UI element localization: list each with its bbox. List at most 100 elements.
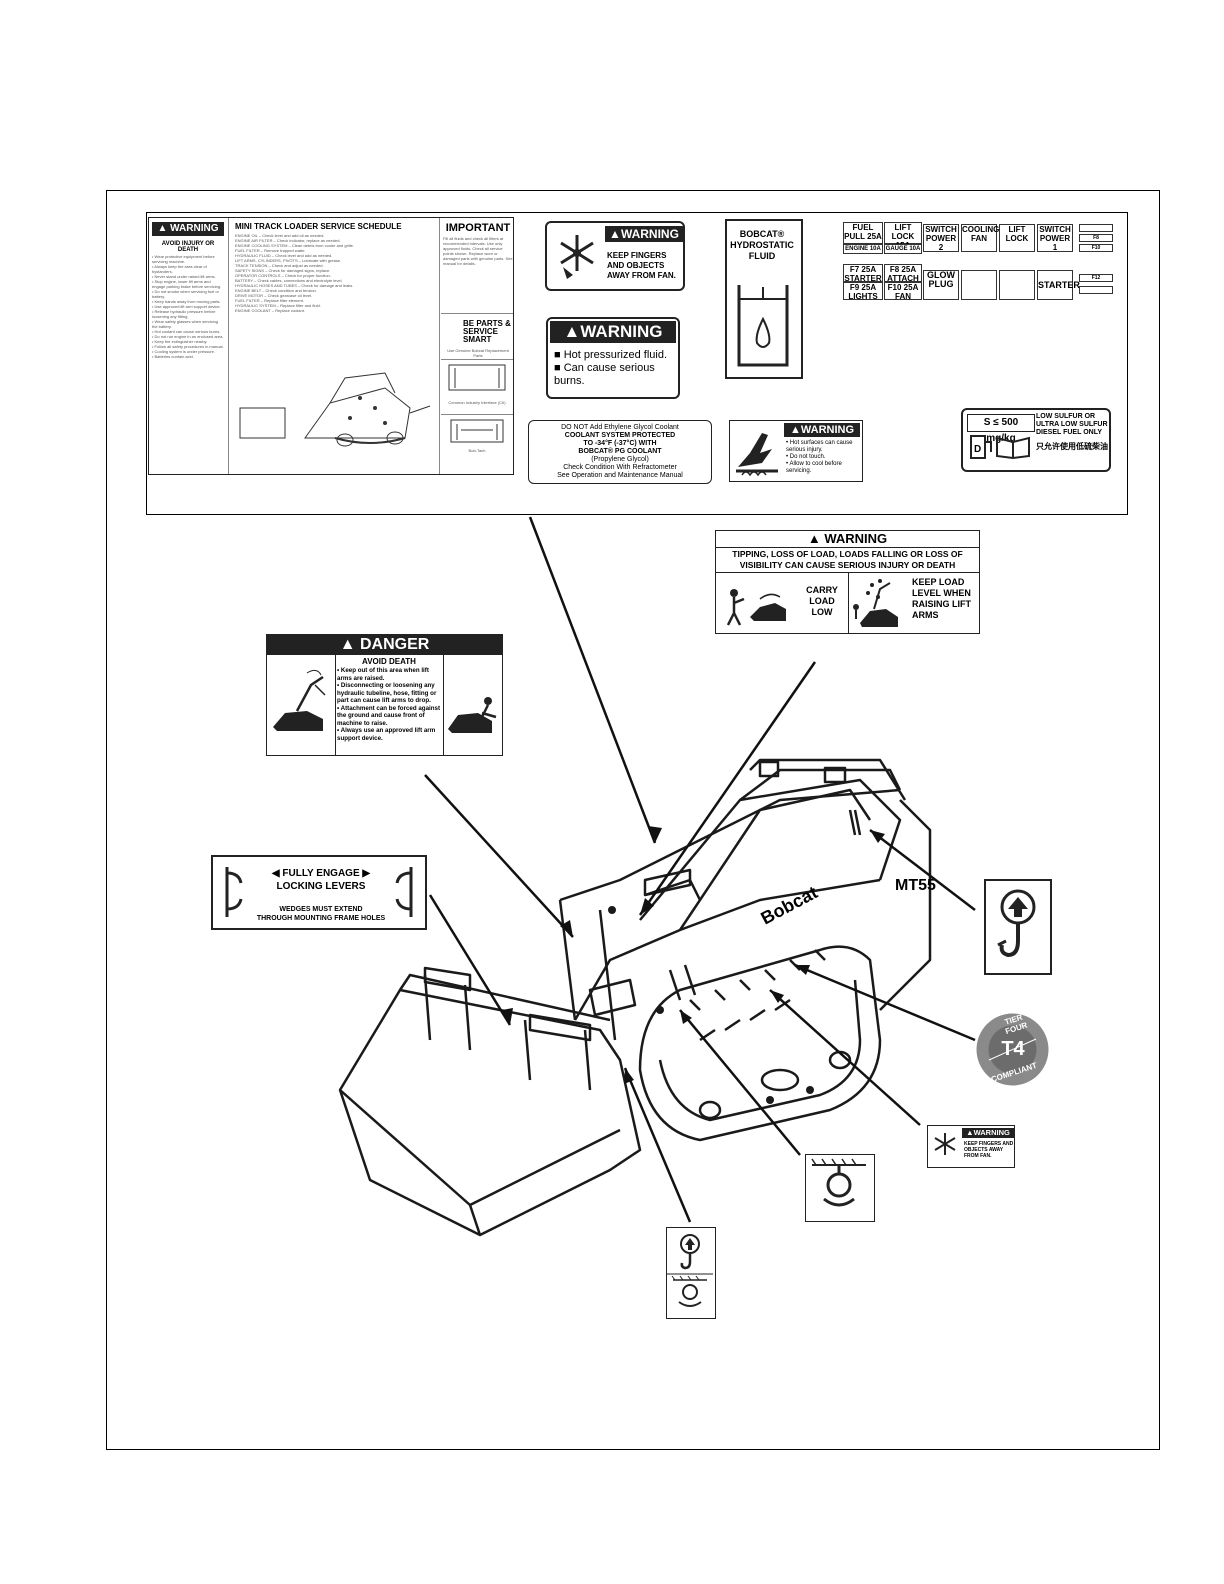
important-title: IMPORTANT bbox=[445, 222, 511, 234]
service-warning-header: ▲ WARNING bbox=[152, 222, 224, 236]
fuel-text: LOW SULFUR OR ULTRA LOW SULFUR DIESEL FU… bbox=[1036, 413, 1108, 436]
relay-empty-1 bbox=[961, 270, 997, 300]
danger-bullet: • Always use an approved lift arm suppor… bbox=[337, 727, 436, 742]
fan-warning-decal: ▲WARNING KEEP FINGERS AND OBJECTS AWAY F… bbox=[545, 221, 685, 291]
leader-fan-small bbox=[769, 989, 921, 1126]
coolant-decal: DO NOT Add Ethylene Glycol Coolant COOLA… bbox=[528, 420, 712, 484]
tipping-warning-header: ▲ WARNING bbox=[716, 531, 979, 548]
locking-line2: LOCKING LEVERS bbox=[276, 881, 366, 892]
hot-fluid-line1-text: Hot pressurized fluid. bbox=[563, 349, 668, 361]
carry-load-text: CARRY LOAD LOW bbox=[806, 585, 838, 617]
cii-panel: Common Industry Interface (CII) bbox=[441, 360, 513, 415]
locking-line1-text: FULLY ENGAGE bbox=[282, 868, 360, 879]
fuse-fan: F10 25A FAN bbox=[884, 282, 922, 301]
relay-switch-power-2: SWITCH POWER 2 bbox=[923, 224, 959, 252]
keep-load-panel: KEEP LOAD LEVEL WHEN RAISING LIFT ARMS bbox=[848, 573, 979, 633]
coolant-line3: TO -34°F (-37°C) WITH bbox=[583, 440, 657, 447]
danger-bullet-text: Disconnecting or loosening any hydraulic… bbox=[337, 682, 437, 704]
bob-tach-panel: Bob-Tach bbox=[441, 416, 513, 460]
locking-levers-text: ◀ FULLY ENGAGE ▶ LOCKING LEVERS bbox=[247, 867, 395, 893]
small-fan-header: ▲WARNING bbox=[962, 1128, 1014, 1138]
left-lever-icon bbox=[217, 863, 247, 921]
danger-text: AVOID DEATH • Keep out of this area when… bbox=[337, 657, 441, 742]
relay-switch-power-1: SWITCH POWER 1 bbox=[1037, 224, 1073, 252]
tier4-badge: TIER FOUR T4 COMPLIANT bbox=[975, 1012, 1050, 1087]
hot-surface-b2: • Do not touch. bbox=[786, 454, 826, 460]
danger-title: AVOID DEATH bbox=[362, 657, 416, 666]
leader-locking bbox=[428, 894, 512, 1026]
leader-service-strip bbox=[528, 516, 657, 844]
danger-header: ▲ DANGER bbox=[267, 635, 502, 655]
coolant-text: DO NOT Add Ethylene Glycol Coolant COOLA… bbox=[529, 421, 711, 480]
hot-surface-b3-text: Allow to cool before servicing. bbox=[786, 461, 842, 474]
hydrostatic-line2: HYDROSTATIC bbox=[730, 240, 794, 250]
wedges-text: WEDGES MUST EXTEND THROUGH MOUNTING FRAM… bbox=[233, 905, 409, 923]
divider bbox=[439, 218, 440, 474]
hot-surface-text: • Hot surfaces can cause serious injury.… bbox=[786, 440, 860, 475]
locking-line3: WEDGES MUST EXTEND bbox=[279, 906, 363, 913]
fluid-reservoir-icon bbox=[733, 279, 793, 371]
relay-glow-plug: GLOW PLUG bbox=[923, 270, 959, 300]
fuel-pump-manual-icon: D bbox=[969, 434, 1033, 460]
tiedown-icon bbox=[811, 1158, 866, 1207]
relay-starter: STARTER bbox=[1037, 270, 1080, 300]
svg-text:D: D bbox=[974, 444, 981, 455]
hot-surface-b1: • Hot surfaces can cause serious injury. bbox=[786, 440, 853, 453]
fuse-right-1 bbox=[1079, 224, 1113, 232]
fan-warning-text: KEEP FINGERS AND OBJECTS AWAY FROM FAN. bbox=[607, 251, 676, 280]
fuse-starter: F7 25A STARTER bbox=[843, 264, 883, 283]
lift-point-decal bbox=[984, 879, 1052, 975]
danger-decal: ▲ DANGER AVOID DEATH • Keep out of this … bbox=[266, 634, 503, 756]
service-avoid-title: AVOID INJURY OR DEATH bbox=[161, 241, 215, 253]
leader-lift-tiedown bbox=[623, 1067, 692, 1223]
fuse-f12: F12 bbox=[1079, 274, 1113, 282]
leader-danger bbox=[424, 774, 574, 938]
service-warning-label: WARNING bbox=[170, 223, 219, 234]
coolant-line1: DO NOT Add Ethylene Glycol Coolant bbox=[561, 424, 679, 431]
fuse-f8: F8 bbox=[1079, 234, 1113, 242]
tiedown-decal bbox=[805, 1154, 875, 1222]
hot-surface-warning-label: WARNING bbox=[800, 424, 855, 436]
hot-surface-icon bbox=[732, 423, 782, 477]
danger-bullet-text: Keep out of this area when lift arms are… bbox=[337, 667, 429, 682]
coolant-line5: (Propylene Glycol) bbox=[591, 456, 649, 463]
danger-bullet-text: Attachment can be forced against the gro… bbox=[337, 704, 441, 727]
hot-fluid-warning-decal: ▲WARNING ■ Hot pressurized fluid. ■ Can … bbox=[546, 317, 680, 399]
service-schedule-decal: ▲ WARNING AVOID INJURY OR DEATH • Wear p… bbox=[148, 217, 514, 475]
hot-surface-warning-header: ▲WARNING bbox=[784, 423, 860, 437]
coolant-line7: See Operation and Maintenance Manual bbox=[557, 472, 683, 479]
danger-bullet: • Disconnecting or loosening any hydraul… bbox=[337, 682, 437, 704]
service-left-text: • Wear protective equipment before servi… bbox=[152, 254, 224, 359]
fuse-lift-lock: LIFT LOCK 15A bbox=[884, 222, 922, 250]
keep-load-text: KEEP LOAD LEVEL WHEN RAISING LIFT ARMS bbox=[912, 577, 971, 620]
leader-tipping bbox=[638, 661, 817, 916]
fan-icon bbox=[551, 227, 603, 283]
coolant-line2: COOLANT SYSTEM PROTECTED bbox=[564, 432, 676, 439]
hot-surface-b2-text: Do not touch. bbox=[789, 454, 826, 460]
fuse-attach: F8 25A ATTACH bbox=[884, 264, 922, 283]
hydrostatic-line1: BOBCAT® bbox=[739, 229, 785, 239]
hot-surface-b1-text: Hot surfaces can cause serious injury. bbox=[786, 440, 853, 453]
carry-load-panel: CARRY LOAD LOW bbox=[716, 573, 849, 633]
leader-lift-point bbox=[869, 829, 976, 911]
danger-bullet: • Keep out of this area when lift arms a… bbox=[337, 667, 429, 682]
small-fan-text: KEEP FINGERS AND OBJECTS AWAY FROM FAN. bbox=[964, 1141, 1014, 1159]
lift-hook-icon bbox=[997, 889, 1036, 958]
locking-line4: THROUGH MOUNTING FRAME HOLES bbox=[256, 915, 386, 922]
hydrostatic-line3: FLUID bbox=[748, 251, 776, 261]
hot-fluid-warning-label: WARNING bbox=[580, 322, 663, 341]
hydrostatic-fluid-decal: BOBCAT® HYDROSTATIC FLUID bbox=[725, 219, 803, 379]
tipping-warning-label: WARNING bbox=[824, 531, 888, 546]
important-text: Fill all fluids and check all filters at… bbox=[443, 236, 513, 266]
fuel-chinese: 只允许使用低硫柴油 bbox=[1036, 442, 1108, 451]
service-schedule-text: ENGINE OIL – Check level and add oil as … bbox=[235, 233, 354, 313]
hot-fluid-line2-text: Can cause serious burns. bbox=[554, 362, 655, 387]
lift-tiedown-decal bbox=[666, 1227, 716, 1319]
fuse-fuel-pull: FUEL PULL 25A bbox=[843, 222, 883, 244]
machine-brand: Bobcat bbox=[757, 882, 820, 928]
coolant-line6: Check Condition With Refractometer bbox=[563, 464, 677, 471]
fan-warning-small-decal: ▲WARNING KEEP FINGERS AND OBJECTS AWAY F… bbox=[927, 1125, 1015, 1168]
danger-right-icon bbox=[443, 655, 502, 755]
fuel-sulfur-decal: S ≤ 500 mg/kg D LOW SULFUR OR ULTRA LOW … bbox=[961, 408, 1111, 472]
